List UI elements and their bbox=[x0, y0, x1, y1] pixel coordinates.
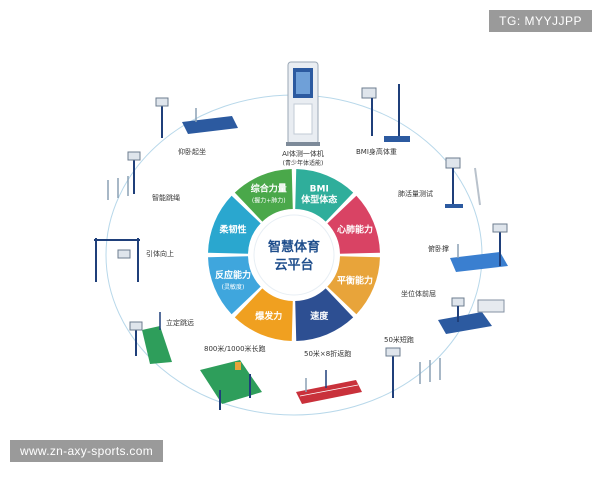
segment-1 bbox=[327, 195, 380, 254]
segment-label-3: 速度 bbox=[310, 310, 329, 322]
pullup-bar-illustration bbox=[94, 238, 140, 282]
segment-7 bbox=[234, 169, 293, 222]
segment-label-2: 平衡能力 bbox=[337, 274, 373, 286]
station-label-50m: 50米短跑 bbox=[384, 336, 414, 344]
center-subtitle: 云平台 bbox=[274, 257, 313, 273]
jump-rope-illustration bbox=[107, 151, 141, 200]
station-label-pushup: 俯卧撑 bbox=[428, 245, 449, 253]
telegram-watermark: TG: MYYJJPP bbox=[489, 10, 592, 32]
long-run-track-illustration bbox=[200, 360, 262, 410]
segment-label-4: 爆发力 bbox=[255, 310, 282, 322]
segment-label-0: BMI bbox=[310, 185, 329, 195]
segment-5 bbox=[208, 256, 261, 315]
station-label-shuttle: 50米×8折返跑 bbox=[304, 350, 352, 358]
segment-label-5: 反应能力 bbox=[215, 269, 251, 281]
segment-label-0-line1: 体型体态 bbox=[301, 194, 337, 206]
station-label-ai-kiosk: AI体测一体机 (青少年体适能) bbox=[282, 150, 324, 167]
center-inner-ring bbox=[253, 214, 335, 296]
bmi-scale-illustration bbox=[361, 84, 410, 142]
sit-reach-illustration bbox=[438, 297, 505, 334]
segment-6 bbox=[208, 195, 261, 254]
station-label-long-run: 800米/1000米长跑 bbox=[204, 345, 266, 353]
station-label-pullup: 引体向上 bbox=[146, 250, 174, 258]
station-label-situp: 仰卧起坐 bbox=[178, 148, 206, 156]
station-label-jump-rope: 智能跳绳 bbox=[152, 194, 180, 202]
segment-0 bbox=[295, 169, 354, 222]
long-jump-mat-illustration bbox=[129, 312, 172, 364]
segment-label-1: 心肺能力 bbox=[337, 224, 373, 236]
kiosk-illustration bbox=[286, 61, 320, 146]
situp-bench-illustration bbox=[155, 97, 238, 138]
station-label-bmi: BMI身高体重 bbox=[356, 148, 397, 156]
spirometer-illustration bbox=[445, 157, 481, 208]
shuttle-track-illustration bbox=[296, 370, 362, 404]
segment-label-6: 柔韧性 bbox=[219, 224, 247, 236]
station-label-lung-capacity: 肺活量测试 bbox=[398, 190, 433, 198]
segment-3 bbox=[295, 288, 354, 341]
segment-label-7: 综合力量 bbox=[251, 183, 287, 195]
sprint-gates-illustration bbox=[385, 347, 441, 398]
segment-4 bbox=[234, 288, 293, 341]
segment-label-5-line1: (灵敏度) bbox=[222, 283, 245, 291]
center-disc bbox=[250, 211, 338, 299]
pushup-mat-illustration bbox=[450, 223, 508, 272]
station-label-sit-reach: 坐位体前屈 bbox=[401, 290, 436, 298]
center-title: 智慧体育 bbox=[268, 239, 320, 255]
segment-label-7-line1: (握力+肺力) bbox=[252, 197, 286, 205]
website-watermark: www.zn-axy-sports.com bbox=[10, 440, 163, 462]
station-label-long-jump: 立定跳远 bbox=[166, 319, 194, 327]
segment-2 bbox=[327, 256, 380, 315]
